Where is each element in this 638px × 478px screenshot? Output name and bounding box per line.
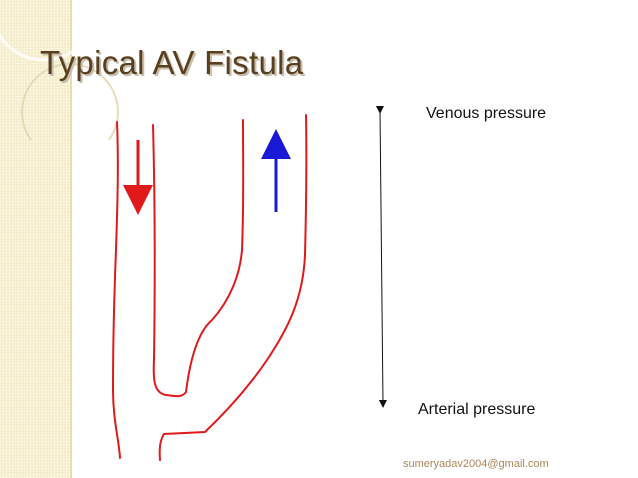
vein-left-wall: [158, 114, 308, 461]
decorative-circles: [0, 0, 119, 140]
pressure-axis-double-arrow-icon: [375, 105, 387, 408]
arterial-pressure-label: Arterial pressure: [418, 401, 536, 418]
slide-title: Typical AV Fistula: [40, 44, 304, 81]
artery-left-wall: [112, 121, 121, 459]
artery-right-wall: [152, 119, 245, 398]
band-edge-divider: [70, 0, 72, 478]
vessel-outline: [112, 114, 308, 461]
footer-email: sumeryadav2004@gmail.com: [403, 458, 549, 470]
venous-pressure-label: Venous pressure: [426, 105, 547, 122]
